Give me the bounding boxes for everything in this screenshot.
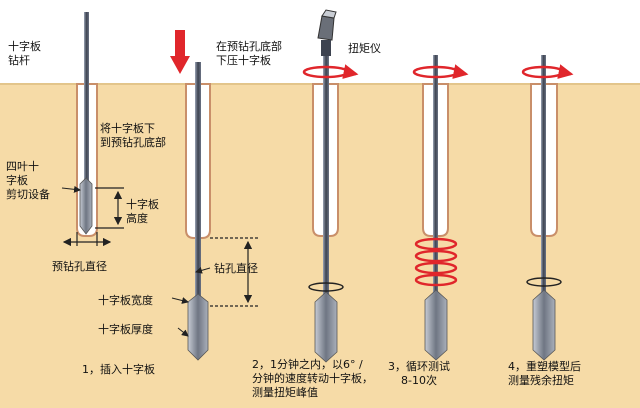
rotation-arrow-icon (521, 64, 574, 79)
step-4-caption: 4，重塑模型后测量残余扭矩 (508, 360, 581, 387)
down-arrow-icon (170, 30, 190, 74)
label-vane-height: 十字板高度 (126, 198, 159, 225)
rotation-arrow-icon (526, 277, 562, 287)
vane-rod-5 (541, 55, 546, 310)
vane-rod-3 (323, 55, 329, 320)
vane-blade-4 (424, 289, 448, 361)
label-vane-rod: 十字板钻杆 (8, 40, 41, 67)
label-lower-vane: 将十字板下到预钻孔底部 (100, 122, 166, 149)
label-push-at-bottom: 在预钻孔底部下压十字板 (216, 40, 282, 67)
label-vane-width: 十字板宽度 (98, 294, 153, 307)
rotation-arrow-icon (308, 282, 344, 292)
vane-blade-5 (532, 289, 556, 361)
vane-blade-2 (187, 293, 209, 361)
predrill-diameter-dimension-1 (62, 232, 112, 247)
label-torque-meter: 扭矩仪 (348, 42, 381, 55)
label-predrill-diameter-2: 钻孔直径 (214, 262, 258, 275)
label-vane-thickness: 十字板厚度 (98, 323, 153, 336)
vane-height-dimension (95, 187, 124, 229)
rotation-arrow-icon (412, 64, 469, 79)
step-2-caption: 2，1分钟之内，以6° /分钟的速度转动十字板，测量扭矩峰值 (252, 358, 373, 399)
vane-rod-1 (84, 12, 89, 212)
step-1-caption: 1，插入十字板 (82, 363, 155, 376)
rotation-arrow-icon (302, 64, 359, 79)
vane-rod-4 (433, 55, 438, 310)
label-four-blade-device: 四叶十字板剪切设备 (6, 160, 50, 201)
vane-blade-3 (314, 291, 338, 363)
vane-rod-2 (195, 62, 201, 320)
predrill-diameter-dimension-2 (210, 237, 258, 307)
leader-lines (61, 185, 211, 337)
torque-wrench-icon (317, 9, 337, 56)
rotation-arrow-icon (414, 237, 458, 287)
vane-blade-1 (79, 177, 93, 235)
label-predrill-diameter-1: 预钻孔直径 (52, 260, 107, 273)
